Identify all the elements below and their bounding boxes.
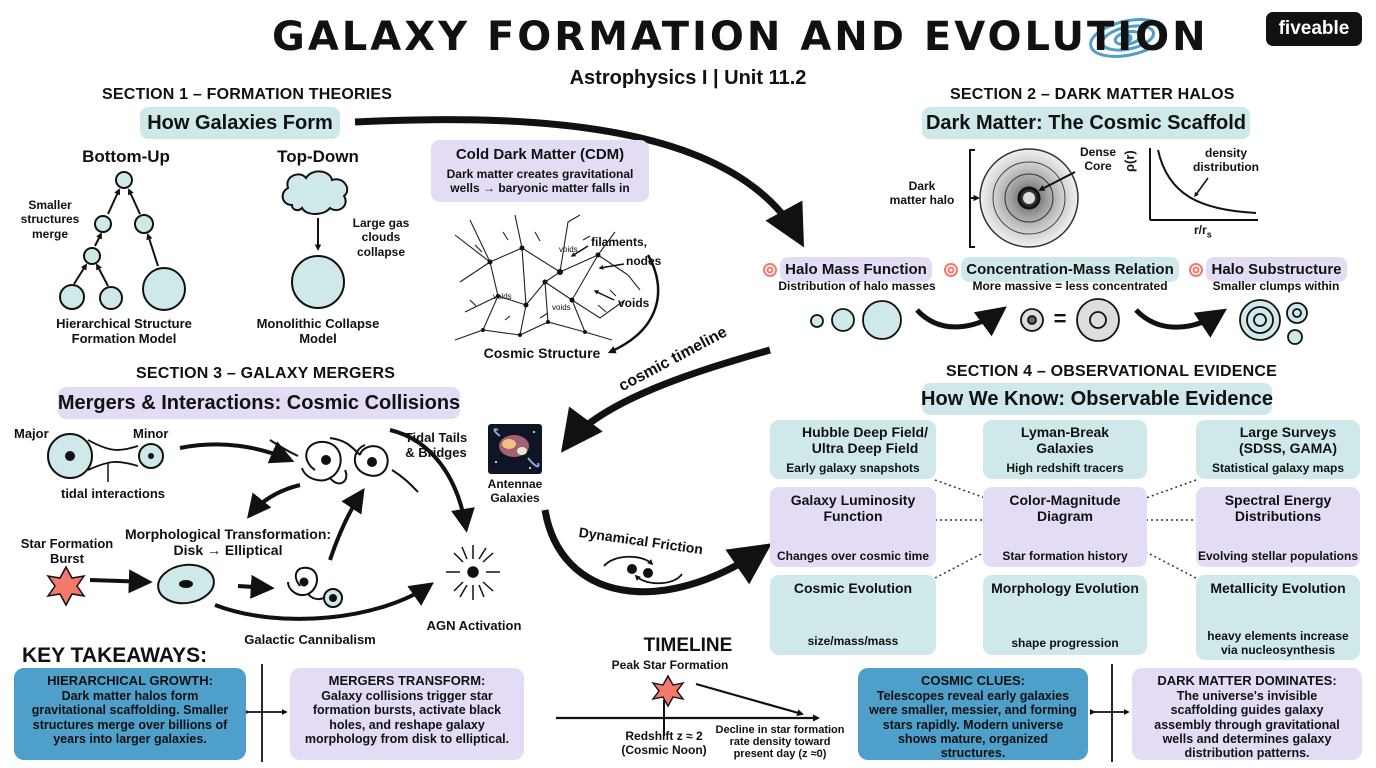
evidence-luminosity-box: Galaxy Luminosity Function Changes over … [770, 487, 936, 567]
antennae-galaxy-image [488, 424, 542, 474]
void-label: voids [552, 303, 571, 312]
cosmic-web-nodes [481, 245, 601, 337]
void-label: voids [559, 245, 578, 254]
void-label: voids [493, 292, 512, 301]
dark-matter-halo [969, 148, 1079, 248]
web-label-filaments: filaments, [591, 235, 648, 249]
section4-pill: How We Know: Observable Evidence [921, 383, 1273, 415]
elliptical-disk-galaxy [157, 563, 215, 605]
radius-axis-label: r/rs [1194, 223, 1212, 240]
cdm-box: Cold Dark Matter (CDM) Dark matter creat… [431, 140, 649, 202]
section3-pill: Mergers & Interactions: Cosmic Collision… [58, 387, 460, 419]
timeline-graphic [556, 674, 821, 736]
major-label: Major [14, 426, 49, 441]
merging-spirals [269, 437, 419, 493]
web-label-voids: voids [618, 296, 650, 310]
spiral-with-companion [287, 566, 343, 608]
spiral-galaxy-icon [1089, 18, 1167, 58]
web-label-arrows [570, 245, 660, 354]
takeaways-heading: KEY TAKEAWAYS: [22, 644, 208, 667]
spiral-bullet-icons [763, 263, 1203, 277]
halo-substructure-desc: Smaller clumps within [1212, 279, 1340, 293]
section4-heading: SECTION 4 – OBSERVATIONAL EVIDENCE [946, 363, 1278, 380]
takeaway-connectors [243, 664, 1130, 762]
major-minor-galaxies [47, 433, 164, 482]
section1-heading: SECTION 1 – FORMATION THEORIES [102, 86, 393, 103]
evidence-surveys-box: Large Surveys (SDSS, GAMA) Statistical g… [1196, 420, 1360, 479]
page-subtitle: Astrophysics I | Unit 11.2 [569, 67, 807, 89]
evidence-cmd-box: Color-Magnitude Diagram Star formation h… [983, 487, 1147, 567]
halo-mass-function-desc: Distribution of halo masses [778, 279, 936, 293]
takeaway-mergers-transform: MERGERS TRANSFORM:Galaxy collisions trig… [290, 668, 524, 760]
concentration-mass-pill: Concentration-Mass Relation [961, 257, 1179, 282]
density-profile-plot [1149, 148, 1258, 221]
section2-heading: SECTION 2 – DARK MATTER HALOS [950, 86, 1235, 103]
minor-label: Minor [133, 426, 169, 441]
bottom-up-arrows [73, 188, 159, 287]
evidence-lyman-box: Lyman-Break Galaxies High redshift trace… [983, 420, 1147, 479]
page-title: GALAXY FORMATION AND EVOLUTION [272, 14, 1209, 60]
evidence-hubble-box: Hubble Deep Field/ Ultra Deep Field Earl… [770, 420, 936, 479]
web-label-nodes: nodes [626, 254, 662, 268]
tidal-interactions-label: tidal interactions [60, 486, 166, 501]
cosmic-web [454, 214, 641, 341]
section1-pill: How Galaxies Form [140, 107, 340, 139]
timeline-redshift-label: Redshift z ≈ 2(Cosmic Noon) [621, 729, 707, 757]
halo-mass-function-pill: Halo Mass Function [780, 257, 932, 282]
agn-activation-label: AGN Activation [426, 618, 522, 633]
evidence-dotted-links [934, 479, 1197, 579]
concentration-circles [1020, 298, 1120, 342]
fiveable-logo: fiveable [1266, 12, 1362, 46]
cannibalism-label: Galactic Cannibalism [244, 632, 376, 647]
cosmic-structure-caption: Cosmic Structure [483, 345, 601, 361]
density-axis-label: ρ(r) [1122, 150, 1137, 172]
top-down-cloud [281, 170, 349, 309]
evidence-cosmic-evolution-box: Cosmic Evolution size/mass/mass [770, 575, 936, 655]
star-burst-icon [46, 565, 86, 607]
dynamical-friction-icon [603, 555, 683, 585]
merger-arrows [89, 428, 475, 621]
halo-flow-arrows [915, 306, 1227, 338]
section2-pill: Dark Matter: The Cosmic Scaffold [922, 107, 1250, 139]
takeaway-dark-matter-dominates: DARK MATTER DOMINATES:The universe's inv… [1132, 668, 1362, 760]
halo-mass-circles [810, 300, 902, 340]
substructure-circles [1239, 299, 1308, 345]
takeaway-hierarchical-growth: HIERARCHICAL GROWTH:Dark matter halos fo… [14, 668, 246, 760]
takeaway-cosmic-clues: COSMIC CLUES:Telescopes reveal early gal… [858, 668, 1088, 760]
cosmic-timeline-arrow [560, 346, 771, 453]
morph-transformation-label: Morphological Transformation:Disk → Elli… [124, 526, 332, 559]
agn-burst-icon [446, 545, 500, 600]
formation-to-halos-arrow [354, 116, 805, 248]
section3-heading: SECTION 3 – GALAXY MERGERS [136, 365, 396, 382]
equals-sign: = [1053, 306, 1067, 331]
halo-substructure-pill: Halo Substructure [1206, 257, 1347, 282]
antennae-to-evidence-arrow [541, 509, 772, 596]
bottom-up-tree [59, 171, 186, 311]
timeline-title: TIMELINE [643, 635, 733, 656]
concentration-mass-desc: More massive = less concentrated [972, 279, 1168, 293]
evidence-metallicity-box: Metallicity Evolution heavy elements inc… [1196, 575, 1360, 660]
evidence-morphology-box: Morphology Evolution shape progression [983, 575, 1147, 655]
evidence-sed-box: Spectral Energy Distributions Evolving s… [1196, 487, 1360, 567]
top-down-label: Top-Down [277, 147, 359, 166]
tidal-tails-label: Tidal Tails& Bridges [404, 430, 468, 460]
timeline-peak-label: Peak Star Formation [611, 658, 729, 672]
bottom-up-label: Bottom-Up [82, 147, 170, 166]
